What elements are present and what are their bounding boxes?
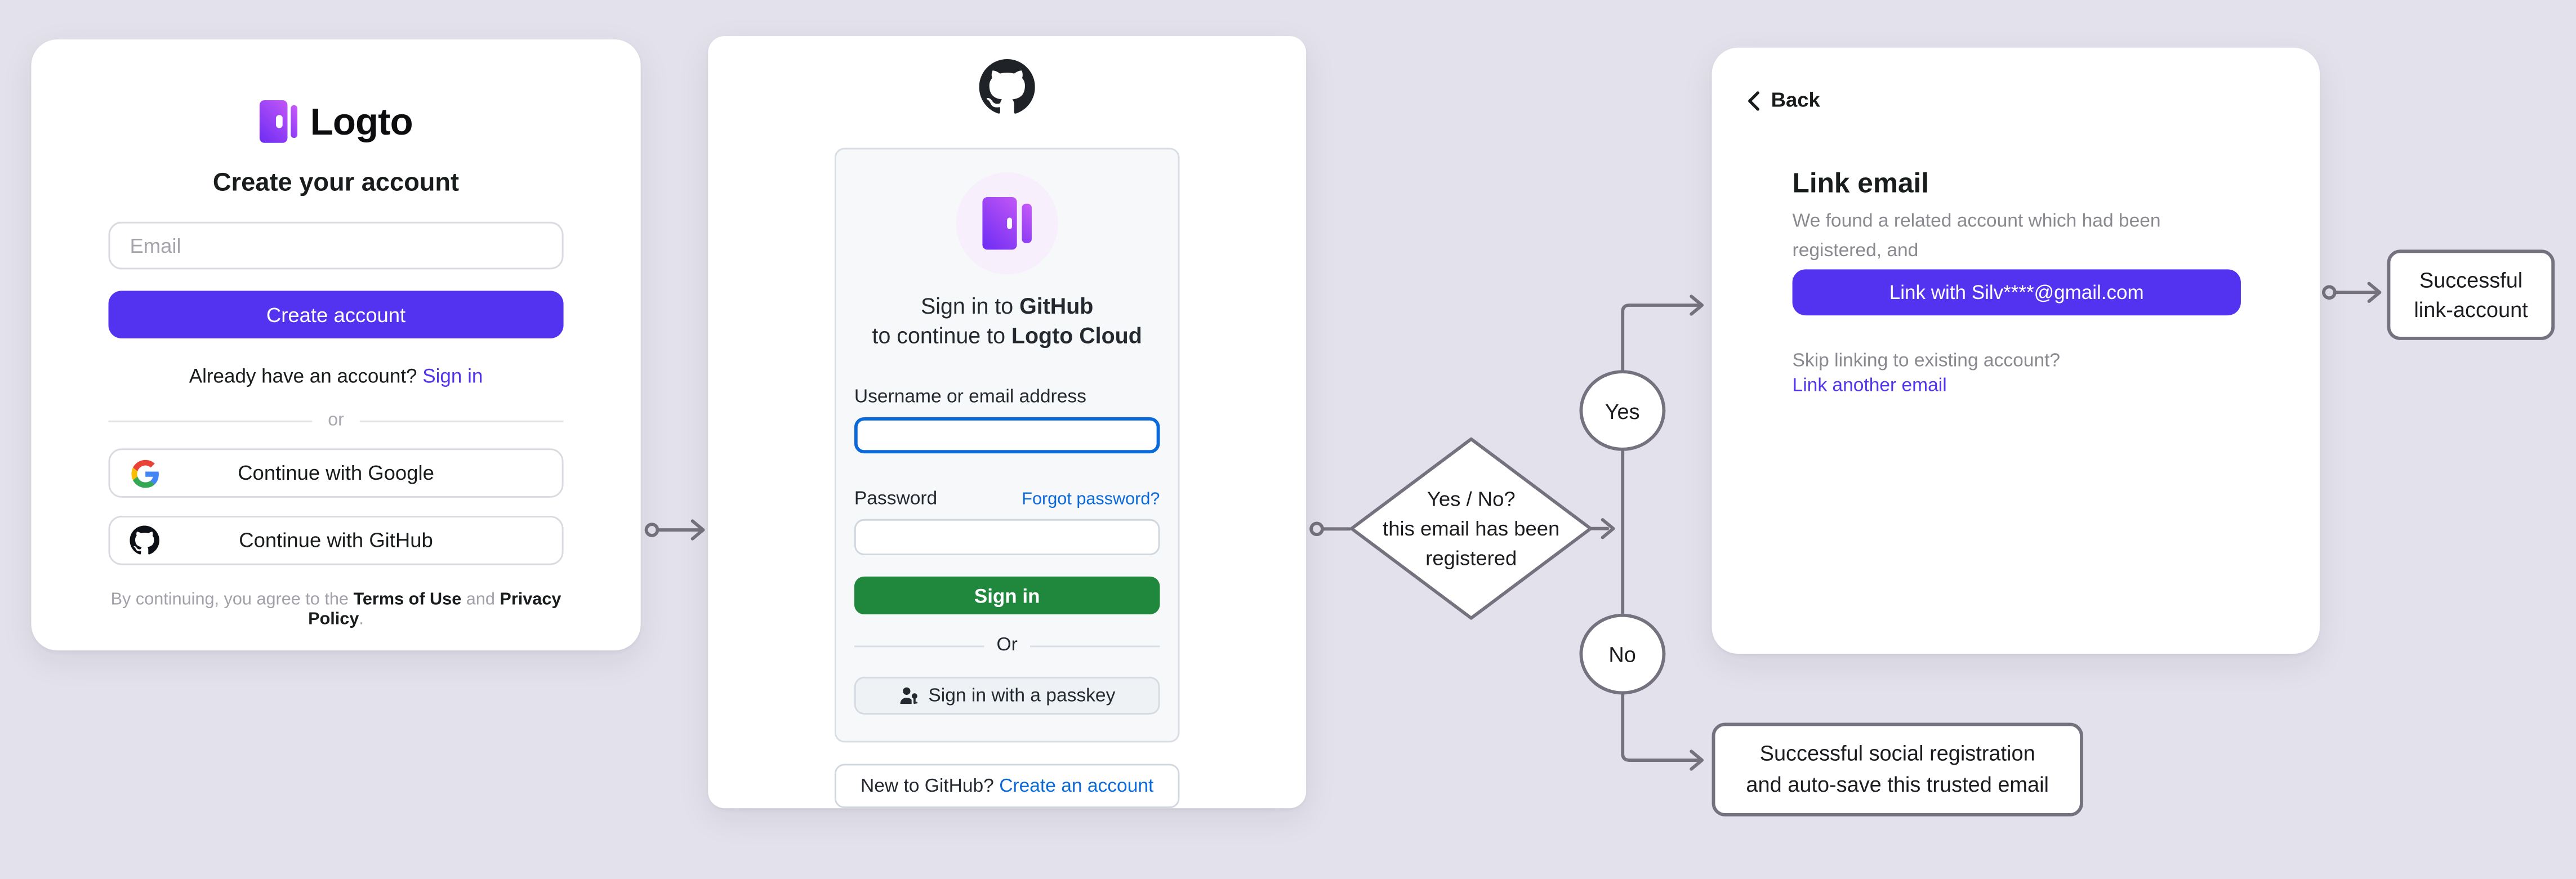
google-icon (130, 458, 159, 488)
page-title: Link email (1792, 167, 1929, 199)
no-node (1579, 613, 1666, 695)
edge-start-dot (1309, 521, 1324, 537)
terms-prefix: By continuing, you agree to the (110, 590, 354, 610)
passkey-button-label: Sign in with a passkey (928, 686, 1116, 707)
create-an-account-link[interactable]: Create an account (999, 776, 1154, 796)
branch-rail (1621, 304, 1703, 762)
password-field[interactable] (854, 520, 1160, 556)
yes-node (1579, 370, 1666, 451)
passkey-icon (899, 686, 920, 707)
signin-prompt: Already have an account? Sign in (189, 365, 483, 388)
signin-link[interactable]: Sign in (422, 364, 483, 388)
terms-and: and (461, 590, 500, 610)
passkey-button[interactable]: Sign in with a passkey (854, 677, 1160, 716)
continue-with-github-button[interactable]: Continue with GitHub (108, 515, 564, 565)
link-another-email-link[interactable]: Link another email (1792, 376, 1947, 396)
create-account-button[interactable]: Create account (108, 291, 564, 338)
terms-suffix: . (359, 609, 364, 630)
back-button[interactable]: Back (1746, 88, 1820, 112)
logto-signup-card: Logto Create your account Create account… (31, 39, 641, 651)
github-logo (979, 59, 1035, 123)
edge-start-dot (644, 523, 659, 537)
github-button-label: Continue with GitHub (239, 529, 433, 552)
link-with-email-button[interactable]: Link with Silv****@gmail.com (1792, 269, 2241, 316)
username-field[interactable] (854, 418, 1160, 454)
email-field[interactable] (108, 221, 564, 270)
arrowhead-icon (1690, 295, 1704, 316)
footer-prompt-text: New to GitHub? (861, 776, 994, 796)
edge-start-dot (2322, 285, 2337, 300)
logto-door-icon (982, 197, 1032, 250)
logto-logo: Logto (259, 99, 413, 145)
terms-of-use-link[interactable]: Terms of Use (353, 590, 462, 610)
logto-app-badge (956, 172, 1058, 275)
github-login-panel: Sign in to GitHub to continue to Logto C… (834, 148, 1180, 743)
skip-linking-text: Skip linking to existing account? (1792, 351, 2061, 372)
privacy-policy-link[interactable]: Privacy Policy (308, 590, 561, 630)
or-divider: or (109, 411, 564, 430)
arrowhead-icon (690, 519, 705, 541)
back-label: Back (1771, 88, 1820, 112)
arrowhead-icon (2367, 282, 2382, 303)
arrowhead-icon (1690, 749, 1704, 771)
username-label: Username or email address (854, 388, 1086, 408)
github-signin-card: Sign in to GitHub to continue to Logto C… (708, 36, 1307, 809)
github-signin-heading: Sign in to GitHub to continue to Logto C… (872, 294, 1142, 349)
arrowhead-icon (1601, 518, 1615, 539)
no-label: No (1608, 642, 1636, 667)
forgot-password-link[interactable]: Forgot password? (1022, 490, 1160, 510)
github-signin-button[interactable]: Sign in (854, 577, 1160, 615)
github-footer-panel: New to GitHub? Create an account (834, 764, 1180, 809)
terms-text: By continuing, you agree to the Terms of… (109, 590, 564, 629)
logto-door-icon (259, 100, 298, 143)
logto-brand-name: Logto (310, 99, 413, 142)
continue-with-google-button[interactable]: Continue with Google (108, 448, 564, 498)
yes-label: Yes (1605, 399, 1640, 424)
chevron-left-icon (1746, 90, 1761, 111)
github-icon (130, 525, 159, 555)
google-button-label: Continue with Google (238, 461, 434, 485)
decision-label: Yes / No? this email has been registered (1383, 488, 1560, 569)
signin-prompt-text: Already have an account? (189, 364, 423, 388)
or-divider: Or (854, 636, 1160, 656)
password-label: Password (854, 490, 938, 510)
page-title: Create your account (212, 169, 460, 198)
link-email-card: Back Link email We found a related accou… (1712, 47, 2320, 654)
